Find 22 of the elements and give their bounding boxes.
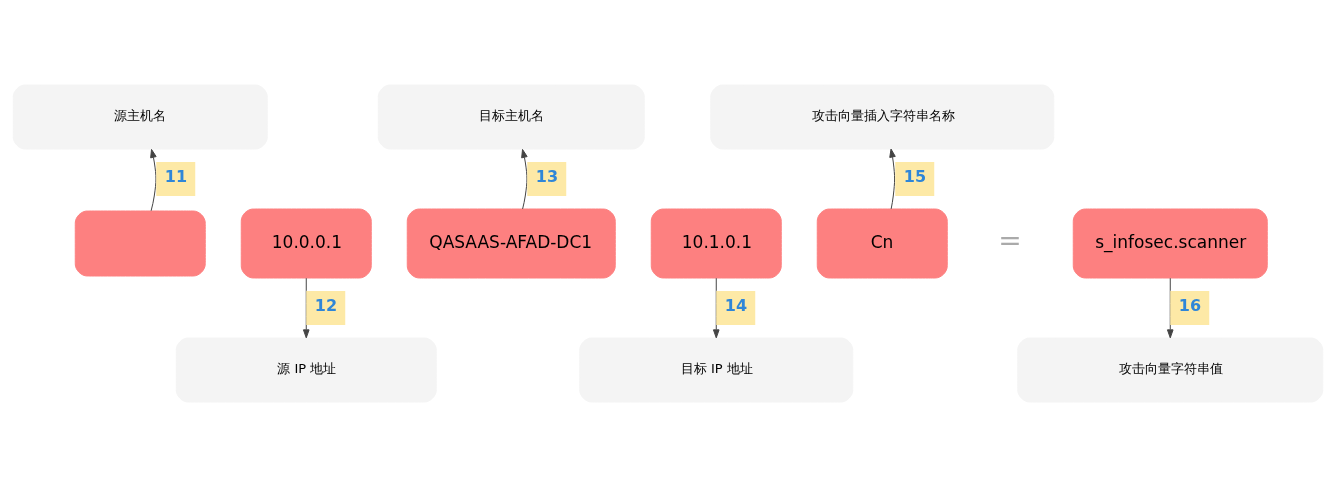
node-box: 攻击向量字符串值 xyxy=(1017,337,1324,403)
edge-label: 13 xyxy=(535,166,559,186)
edge-label: 14 xyxy=(724,295,748,315)
arrow xyxy=(889,148,896,210)
label: = xyxy=(998,224,1022,258)
node-box: 10.1.0.1 xyxy=(650,208,782,279)
node-box xyxy=(74,210,206,277)
node-box: 目标 IP 地址 xyxy=(579,337,854,403)
edge-label: 16 xyxy=(1178,295,1202,315)
edge-label: 12 xyxy=(314,295,338,315)
node-box: 目标主机名 xyxy=(377,84,645,150)
node-box: s_infosec.scanner xyxy=(1072,208,1268,279)
node-box: 攻击向量插入字符串名称 xyxy=(710,84,1055,150)
node-box: 源 IP 地址 xyxy=(175,337,437,403)
node-box: 源主机名 xyxy=(12,84,268,150)
edge-label: 11 xyxy=(164,166,188,186)
edge-label: 15 xyxy=(903,166,927,186)
node-box: Cn xyxy=(816,208,948,279)
node-box: 10.0.0.1 xyxy=(240,208,372,279)
arrow xyxy=(521,148,528,210)
node-box: QASAAS-AFAD-DC1 xyxy=(406,208,616,279)
arrow xyxy=(150,148,157,212)
